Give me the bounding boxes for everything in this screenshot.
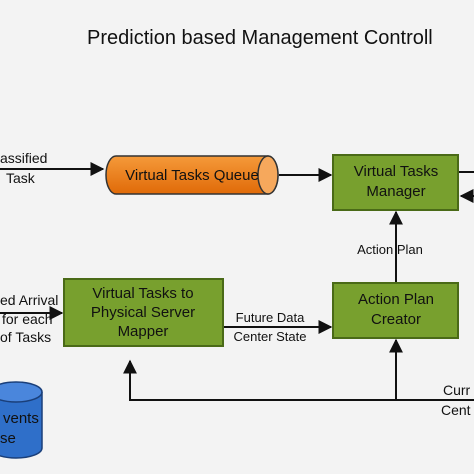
current-state-label-line1: Curr	[443, 382, 471, 398]
arrival-label-line3: of Tasks	[0, 329, 51, 345]
arrival-label-line2: for each	[2, 311, 53, 327]
mapper-label-line1: Virtual Tasks to	[92, 285, 193, 302]
events-database: vents se	[0, 381, 43, 459]
future-state-label-line1: Future Data	[236, 310, 305, 325]
mapper-label-line3: Mapper	[118, 323, 169, 340]
diagram-title: Prediction based Management Controll	[87, 27, 433, 49]
virtual-tasks-queue: Virtual Tasks Queue	[105, 155, 279, 195]
manager-label-line1: Virtual Tasks	[354, 163, 439, 180]
mapper-label-line2: Physical Server	[91, 304, 195, 321]
classified-task-label-line1: assified	[0, 150, 47, 166]
current-state-label-line2: Cent	[441, 402, 471, 418]
action-plan-edge-label: Action Plan	[357, 242, 423, 257]
future-state-label-line2: Center State	[234, 329, 307, 344]
current-state-feedback-line	[123, 359, 474, 401]
creator-label-line1: Action Plan	[358, 291, 434, 308]
virtual-tasks-manager: Virtual Tasks Manager	[332, 154, 459, 211]
arrival-label-line1: ed Arrival	[0, 292, 58, 308]
classified-task-label-line2: Task	[6, 170, 36, 186]
creator-label-line2: Creator	[371, 311, 421, 328]
events-db-label-line1: vents	[3, 410, 39, 427]
events-db-label-line2: se	[0, 430, 16, 447]
virtual-tasks-mapper: Virtual Tasks to Physical Server Mapper	[63, 278, 224, 347]
queue-label: Virtual Tasks Queue	[125, 167, 259, 184]
action-plan-creator: Action Plan Creator	[332, 282, 459, 339]
manager-label-line2: Manager	[366, 183, 425, 200]
